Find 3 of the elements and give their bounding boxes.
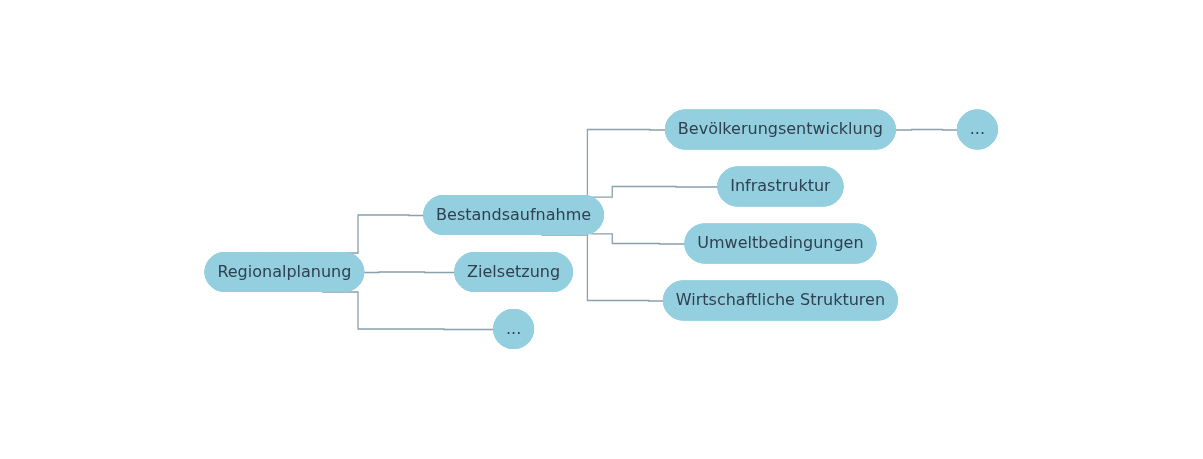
connector bbox=[590, 233, 687, 245]
connector bbox=[363, 271, 457, 274]
connector bbox=[895, 129, 959, 131]
